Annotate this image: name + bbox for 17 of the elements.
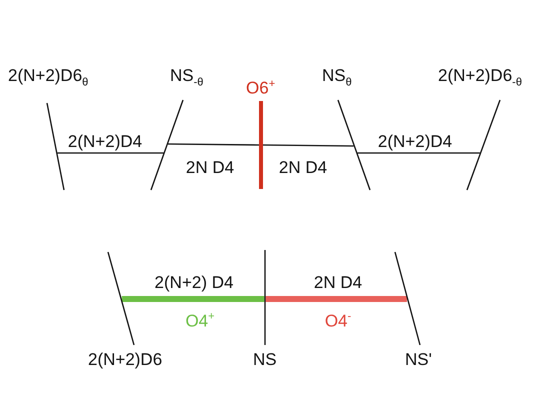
brane-label: NS' (405, 349, 432, 371)
brane-label: 2(N+2)D6$_{θ}$ (8, 65, 88, 90)
brane-label: NS (253, 349, 277, 371)
brane-label: O6$^{+}$ (246, 77, 276, 100)
brane-segment (168, 143, 259, 146)
brane-label: NS$_{θ}$ (322, 65, 352, 90)
brane-label: 2(N+2)D6 (88, 349, 162, 371)
brane-segment (358, 152, 480, 154)
thick-brane-segment (122, 296, 264, 302)
edge-label: 2(N+2)D4 (66, 132, 144, 152)
brane-segment (263, 144, 354, 147)
thick-brane-segment (266, 296, 407, 302)
brane-segment (57, 152, 164, 154)
brane-label: 2(N+2)D6$_{-θ}$ (438, 65, 522, 90)
edge-label: 2(N+2) D4 (152, 273, 236, 293)
brane-label: NS$_{-θ}$ (170, 65, 204, 90)
edge-label: 2(N+2)D4 (376, 132, 454, 152)
